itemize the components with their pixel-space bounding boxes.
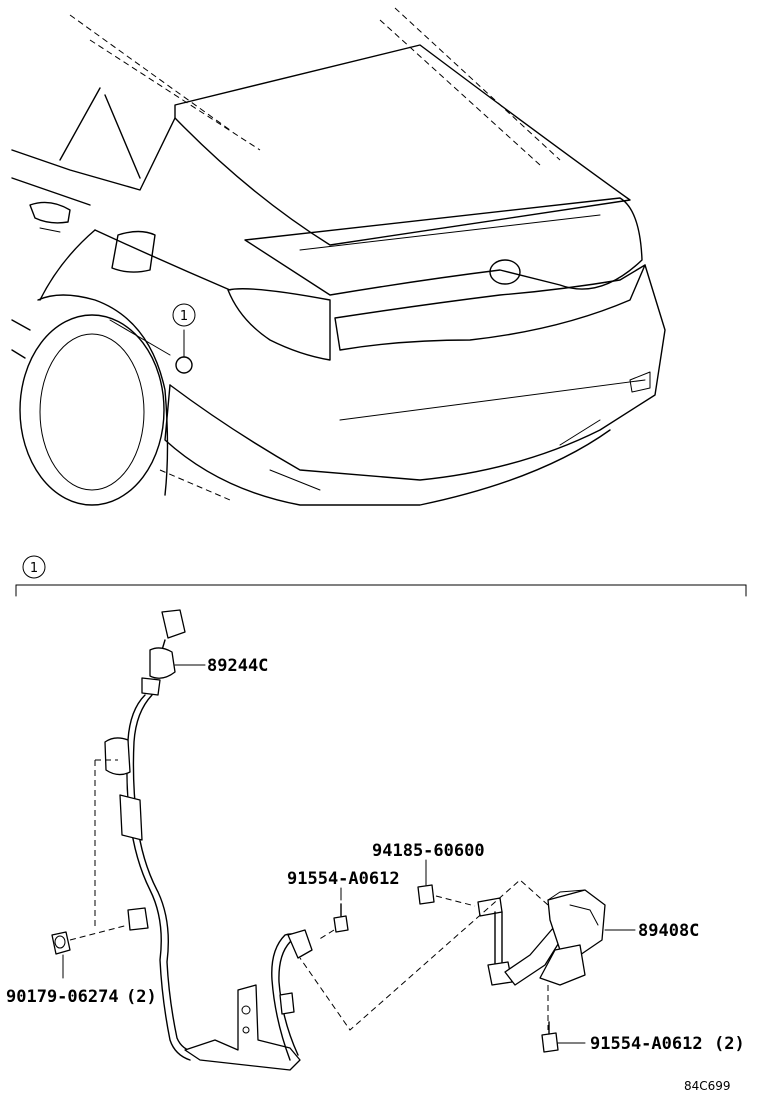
car-rear-illustration (11, 7, 666, 506)
section-bracket: 1 (15, 555, 747, 597)
nut-grommet (51, 759, 129, 979)
bolt-wire (317, 887, 349, 941)
part-label-91554-a0612-wire: 91554-A0612 (287, 869, 400, 889)
svg-text:90179-06274: 90179-06274 (6, 987, 119, 1007)
callout-top: 1 (172, 303, 196, 327)
part-label-89244c: 89244C (207, 656, 268, 676)
height-sensor (299, 879, 636, 1053)
nut-link (417, 859, 476, 907)
svg-text:(2): (2) (126, 987, 157, 1007)
svg-text:1: 1 (30, 561, 38, 576)
part-label-90179-06274: 90179-06274 (2) (6, 987, 157, 1007)
sensor-location-marker (175, 356, 193, 374)
svg-text:91554-A0612: 91554-A0612 (590, 1034, 703, 1054)
svg-text:1: 1 (180, 309, 188, 324)
part-label-94185-60600: 94185-60600 (372, 841, 485, 861)
part-label-91554-a0612-sensor: 91554-A0612 (2) (590, 1034, 745, 1054)
figure-code: 84C699 (684, 1079, 731, 1093)
part-label-89408c: 89408C (638, 921, 699, 941)
sensor-wire-harness (104, 609, 313, 1071)
svg-text:(2): (2) (714, 1034, 745, 1054)
